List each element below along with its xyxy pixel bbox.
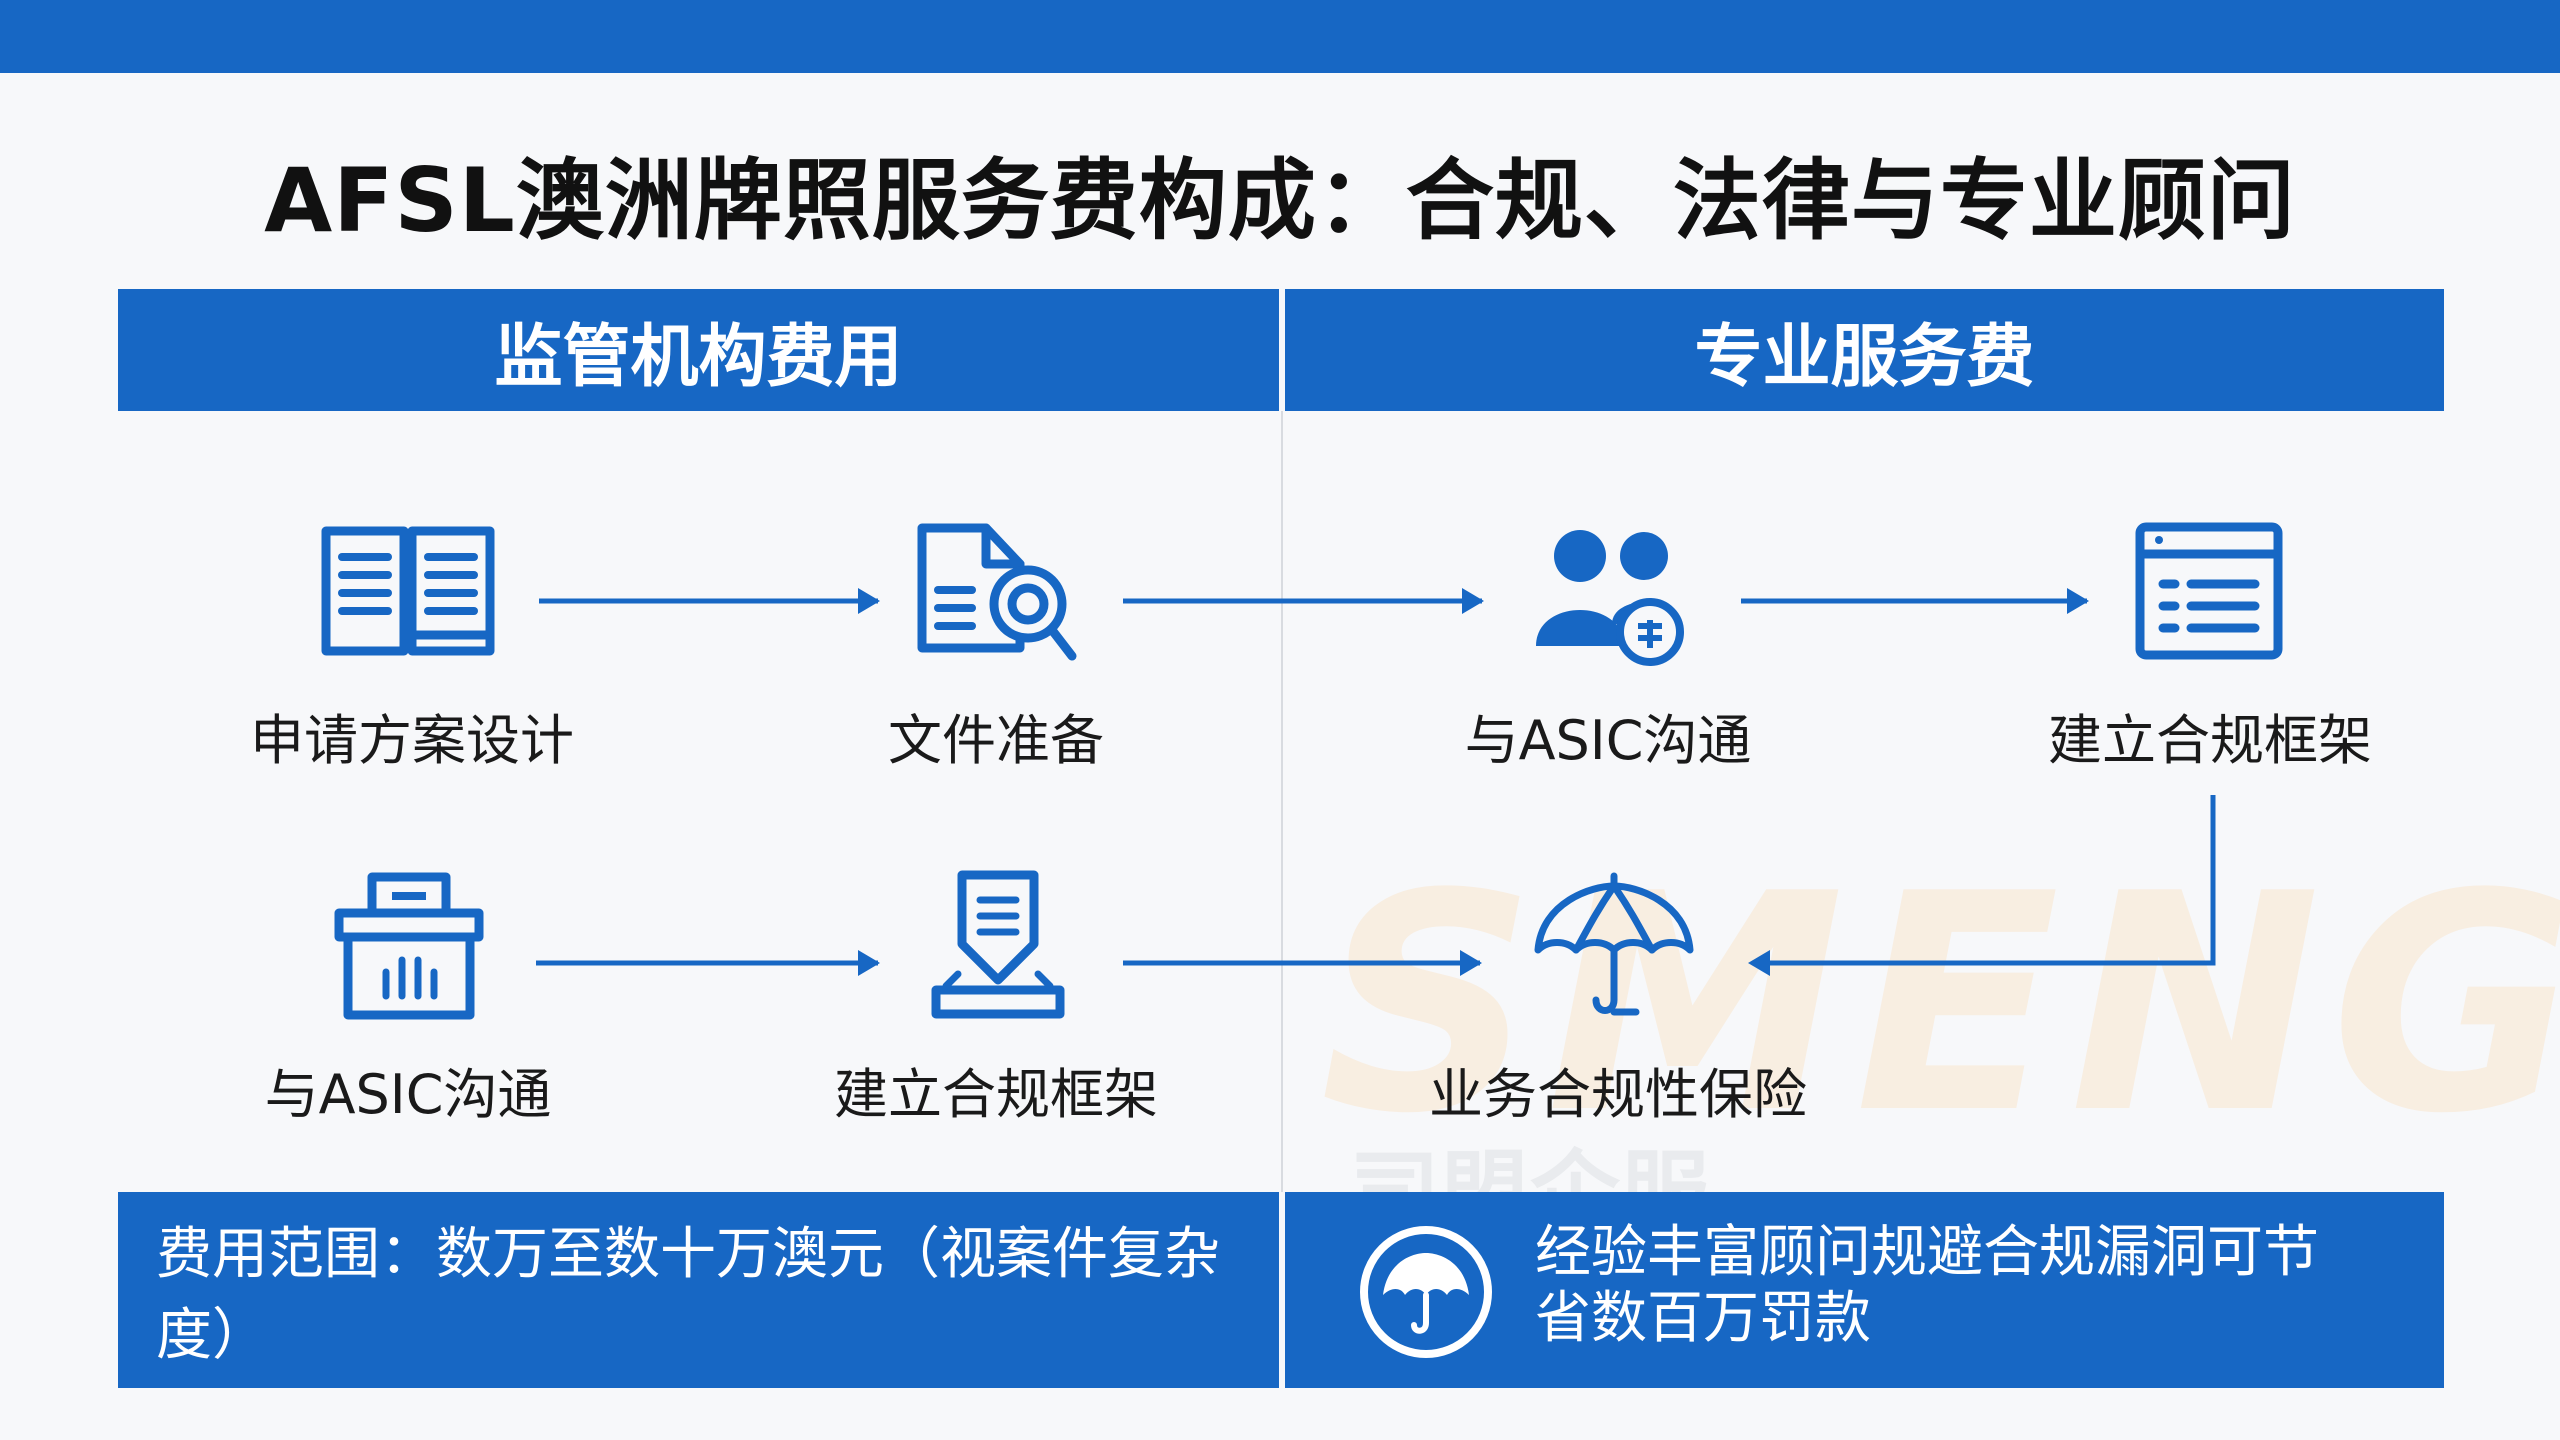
- step-label: 文件准备: [888, 709, 1104, 772]
- list-window-icon: [2135, 522, 2283, 660]
- step-label: 申请方案设计: [250, 709, 574, 772]
- step-label: 与ASIC沟通: [264, 1063, 552, 1126]
- stamp-document-icon: [931, 870, 1065, 1019]
- step-label: 建立合规框架: [834, 1063, 1158, 1126]
- umbrella-icon: [1534, 872, 1694, 1016]
- advisor-benefit-banner: 经验丰富顾问规避合规漏洞可节 省数百万罚款: [1285, 1192, 2444, 1388]
- advisor-benefit-line-2: 省数百万罚款: [1535, 1286, 1871, 1351]
- top-banner: [0, 0, 2560, 73]
- filing-box-icon: [334, 872, 484, 1020]
- people-money-icon: [1536, 530, 1684, 666]
- arrow-6: [1751, 795, 2216, 968]
- column-divider: [1281, 411, 1283, 1192]
- umbrella-circle-icon: [1360, 1226, 1492, 1358]
- step-label: 与ASIC沟通: [1464, 709, 1752, 772]
- step-label: 业务合规性保险: [1429, 1063, 1807, 1126]
- fee-range-banner: 费用范围：数万至数十万澳元（视案件复杂度）: [118, 1192, 1279, 1388]
- page-title: AFSL澳洲牌照服务费构成：合规、法律与专业顾问: [264, 149, 2296, 252]
- fee-range-text: 费用范围：数万至数十万澳元（视案件复杂度）: [156, 1222, 1220, 1368]
- step-label: 建立合规框架: [2048, 709, 2372, 772]
- open-book-icon: [321, 526, 495, 656]
- watermark-smeng: SMENG: [1320, 830, 2560, 1179]
- header-regulatory-fees: 监管机构费用: [118, 289, 1279, 411]
- header-professional-fees: 专业服务费: [1285, 289, 2444, 411]
- document-search-icon: [917, 523, 1077, 661]
- advisor-benefit-line-1: 经验丰富顾问规避合规漏洞可节: [1535, 1220, 2319, 1285]
